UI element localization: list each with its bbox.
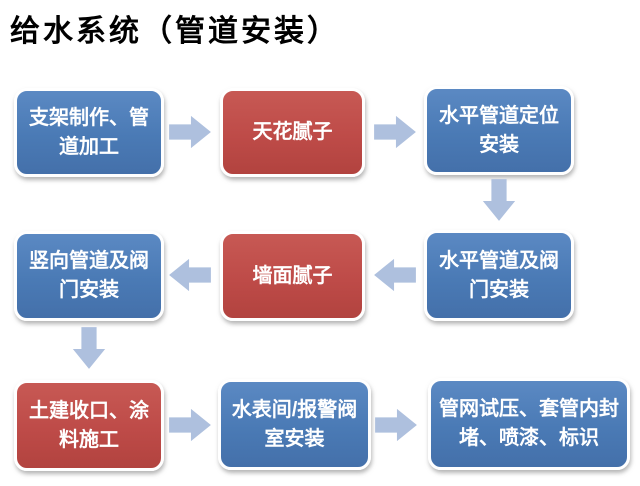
arrow-right-icon	[374, 113, 416, 151]
flow-node-label: 水表间/报警阀室安装	[231, 398, 358, 450]
flow-node-wall-putty: 墙面腻子	[220, 231, 365, 321]
flow-node-label: 管网试压、套管内封堵、喷漆、标识	[439, 398, 619, 449]
flow-node-label: 墙面腻子	[252, 264, 333, 287]
arrow-right-icon	[375, 406, 417, 444]
flow-node-label: 竖向管道及阀门安装	[29, 250, 149, 301]
flow-node-pressure-test-marking: 管网试压、套管内封堵、喷漆、标识	[428, 378, 630, 470]
flow-node-water-meter-alarm-room: 水表间/报警阀室安装	[218, 379, 371, 470]
flow-node-civil-closure-coating: 土建收口、涂料施工	[14, 380, 164, 471]
flow-node-horizontal-pipe-positioning: 水平管道定位安装	[424, 86, 574, 175]
arrow-right-icon	[169, 406, 211, 444]
flow-node-support-fabrication: 支架制作、管道加工	[14, 88, 164, 177]
arrow-down-icon	[480, 179, 518, 221]
arrow-down-icon	[70, 327, 108, 369]
arrow-right-icon	[169, 113, 211, 151]
arrow-left-icon	[374, 256, 416, 294]
flow-node-label: 水平管道及阀门安装	[439, 249, 559, 301]
flow-node-label: 支架制作、管道加工	[29, 106, 149, 158]
flow-node-vertical-pipe-valve: 竖向管道及阀门安装	[14, 231, 164, 321]
flow-node-label: 水平管道定位安装	[439, 104, 559, 156]
page-title: 给水系统（管道安装）	[10, 15, 340, 48]
arrow-left-icon	[169, 256, 211, 294]
flow-node-horizontal-pipe-valve: 水平管道及阀门安装	[424, 230, 574, 321]
flow-node-ceiling-putty: 天花腻子	[220, 88, 365, 177]
flow-node-label: 土建收口、涂料施工	[29, 399, 149, 451]
flow-node-label: 天花腻子	[252, 121, 333, 143]
